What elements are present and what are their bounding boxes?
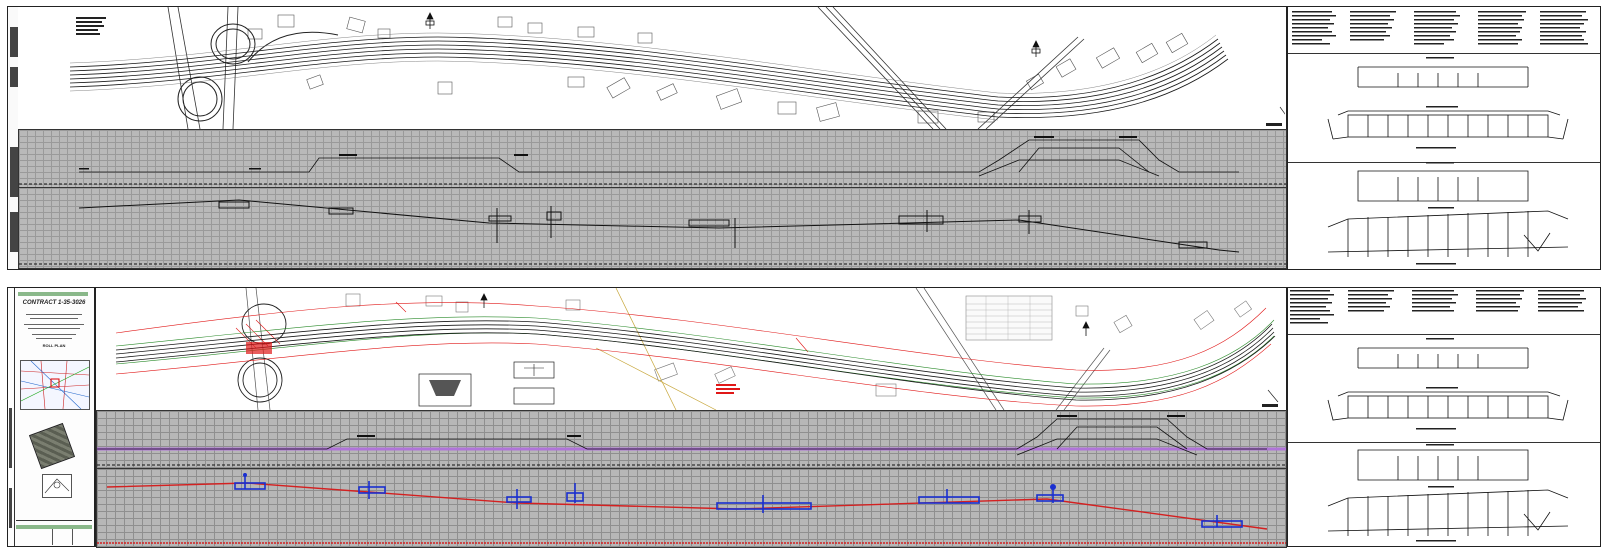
top-section-sheet — [1287, 6, 1601, 270]
top-plan-linework — [69, 7, 1285, 129]
top-profile-lower-linework — [19, 199, 1286, 265]
bottom-cross-sections — [1290, 290, 1586, 542]
bottom-profile-panel-upper — [96, 410, 1287, 470]
north-arrow-icon — [425, 12, 1041, 57]
north-arrow-icon — [480, 293, 1090, 336]
sheet-title: ROLL PLAN — [42, 343, 66, 348]
top-plan-view — [18, 7, 1285, 129]
bottom-profile-lower-linework — [97, 473, 1286, 544]
top-profile-upper-linework — [19, 136, 1286, 185]
cover-strip: CONTRACT 1-35-3026 ROLL PLAN — [7, 287, 95, 547]
bottom-plan-view — [96, 288, 1285, 410]
bottom-plan-linework — [115, 288, 1279, 410]
cover-edge-strip — [8, 288, 15, 546]
contract-label: CONTRACT 1-35-3026 — [22, 300, 86, 306]
bottom-section-sheet — [1287, 287, 1601, 547]
vicinity-map — [42, 474, 72, 498]
top-sheet — [7, 6, 1287, 270]
cover-notes — [20, 312, 88, 342]
bottom-profile-panel-lower — [96, 468, 1287, 548]
proposed-grade-line — [106, 482, 1268, 530]
bottom-sheet — [95, 287, 1287, 548]
top-cross-sections — [1327, 57, 1569, 265]
top-profile-panel-upper — [18, 129, 1287, 189]
bottom-profile-upper-linework — [97, 415, 1286, 466]
top-profile-panel-lower — [18, 187, 1287, 269]
location-map-icon — [20, 360, 90, 410]
aerial-photo — [28, 422, 76, 470]
cover-title-block — [16, 520, 92, 545]
cover-header-bar — [18, 292, 88, 296]
quantity-table — [965, 295, 1053, 341]
top-general-notes — [1290, 9, 1598, 51]
